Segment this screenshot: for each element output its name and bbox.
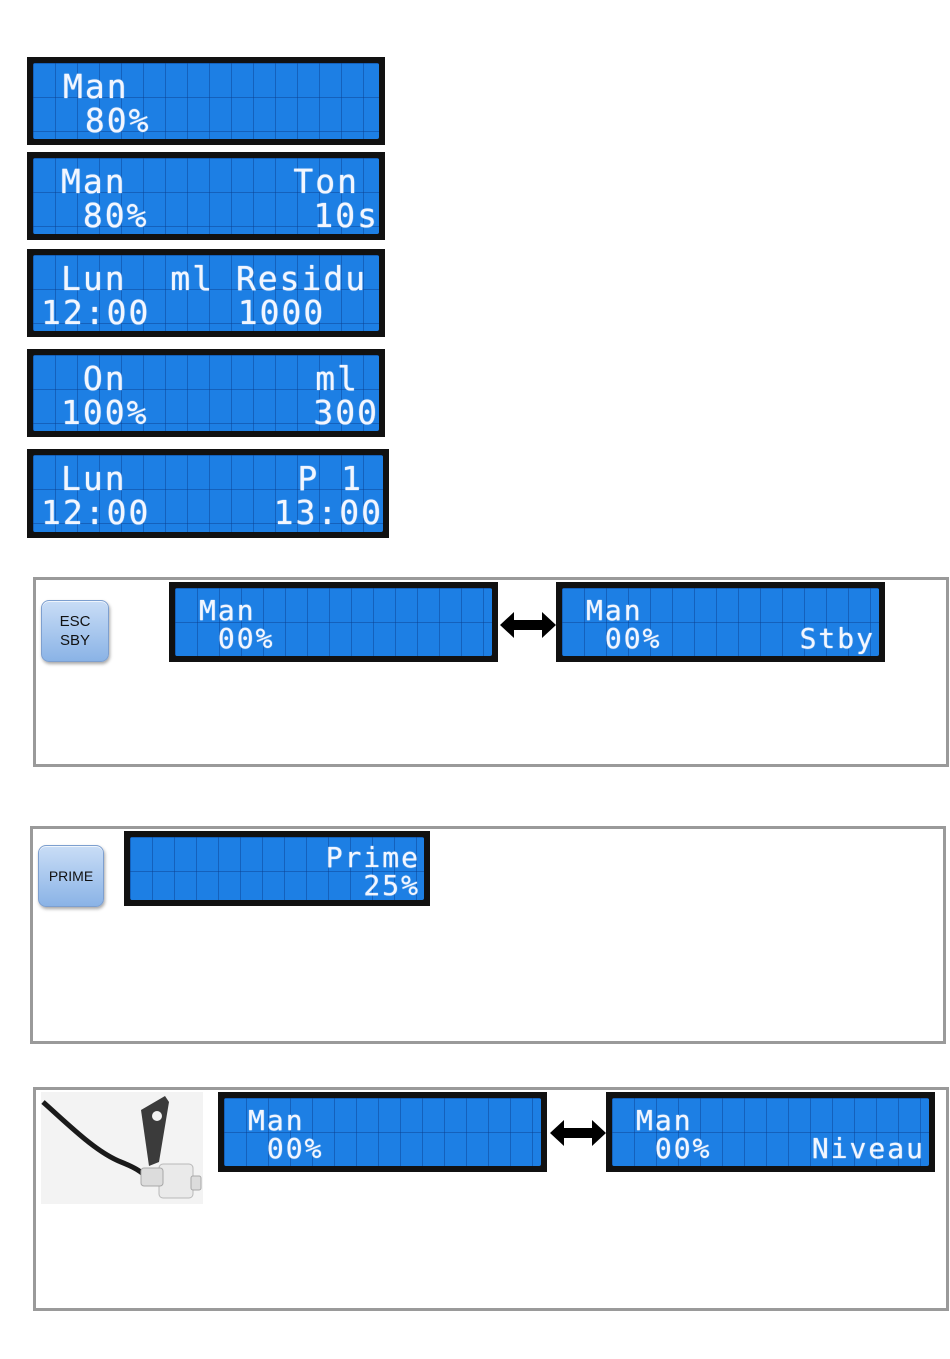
lcd-display-manual: Man 80%: [27, 57, 385, 145]
lcd-line-2: 00%: [248, 1132, 541, 1166]
lcd-text: Stby: [799, 622, 875, 655]
lcd-text: Niveau: [811, 1132, 925, 1165]
lcd-line-2: 12:00 13:00: [41, 493, 383, 532]
double-arrow-icon: [500, 612, 556, 638]
lcd-text: On: [61, 359, 127, 398]
lcd-display-standby-off: Man 00%: [169, 582, 498, 662]
lcd-text: 00%: [248, 1132, 324, 1165]
lcd-text: 00%: [199, 622, 275, 655]
prime-key[interactable]: PRIME: [38, 845, 104, 907]
lcd-text: P 1: [297, 459, 363, 498]
lcd-line-1: Man: [636, 1104, 929, 1166]
lcd-text: 80%: [61, 196, 149, 234]
lcd-line-2: 00% Stby: [586, 622, 879, 656]
level-sensor-icon: [41, 1092, 203, 1204]
esc-key-label: ESC: [59, 613, 91, 630]
lcd-line-1: Man: [63, 67, 379, 139]
lcd-display-program: Lun P 1 12:00 13:00: [27, 449, 389, 538]
lcd-display-standby-on: Man 00% Stby: [556, 582, 885, 662]
lcd-text: 12:00 1000: [41, 293, 326, 331]
lcd-text: 100%: [61, 393, 149, 431]
lcd-text: Man: [248, 1104, 305, 1137]
lcd-display-on-ml: On ml 100% 300: [27, 349, 385, 437]
lcd-text: 00%: [586, 622, 662, 655]
lcd-text: Man: [199, 594, 256, 627]
lcd-display-manual-ton: Man Ton 80% 10s: [27, 152, 385, 240]
sby-key-label: SBY: [59, 632, 90, 649]
lcd-line-1: Prime: [130, 841, 424, 900]
lcd-text: ml: [315, 359, 359, 398]
lcd-text: Lun: [61, 459, 127, 498]
lcd-text: 80%: [63, 101, 151, 139]
lcd-text: 300: [313, 393, 379, 431]
lcd-line-2: 25%: [130, 869, 424, 900]
lcd-text: Man: [61, 162, 127, 201]
esc-sby-key[interactable]: ESC SBY: [41, 600, 109, 662]
lcd-text: Man: [636, 1104, 693, 1137]
lcd-text: 10s: [313, 196, 379, 234]
lcd-line-1: Man Ton: [61, 162, 379, 234]
lcd-text: Ton: [293, 162, 359, 201]
lcd-line-2: 80%: [63, 101, 379, 139]
lcd-line-1: Man: [586, 594, 879, 656]
lcd-text: Prime: [325, 841, 420, 874]
lcd-line-2: 00%: [199, 622, 492, 656]
lcd-display-prime: Prime 25%: [124, 831, 430, 906]
lcd-line-2: 00% Niveau: [636, 1132, 929, 1166]
lcd-text: Lun ml Residu: [61, 259, 368, 298]
lcd-display-level-on: Man 00% Niveau: [606, 1092, 935, 1172]
lcd-text: 00%: [636, 1132, 712, 1165]
lcd-line-2: 100% 300: [61, 393, 379, 431]
lcd-text: Man: [63, 67, 129, 106]
double-arrow-icon: [550, 1120, 606, 1146]
lcd-display-residu: Lun ml Residu 12:00 1000: [27, 249, 385, 337]
lcd-line-1: On ml: [61, 359, 379, 431]
lcd-line-1: Man: [199, 594, 492, 656]
lcd-text: 12:00: [41, 493, 151, 532]
lcd-line-1: Lun ml Residu: [61, 259, 379, 331]
lcd-line-1: Lun P 1: [61, 459, 383, 532]
level-sensor-image: [41, 1092, 203, 1204]
prime-key-label: PRIME: [48, 868, 94, 884]
lcd-text: Man: [586, 594, 643, 627]
lcd-line-2: 80% 10s: [61, 196, 379, 234]
lcd-line-2: 12:00 1000: [41, 293, 379, 331]
lcd-display-level-off: Man 00%: [218, 1092, 547, 1172]
lcd-line-1: Man: [248, 1104, 541, 1166]
lcd-text: 13:00: [273, 493, 383, 532]
lcd-text: 25%: [363, 869, 420, 900]
